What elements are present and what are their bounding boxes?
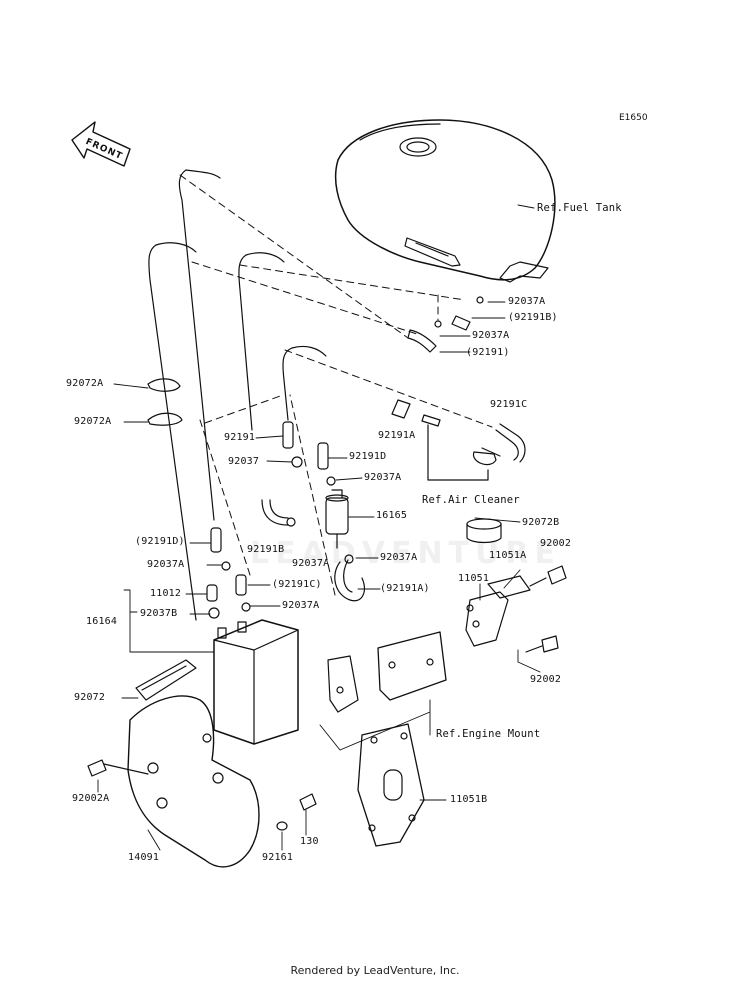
fuel-filter-drawing [325,489,349,549]
air-cleaner-fitting [421,414,501,481]
leader-lines-solid [97,204,541,851]
fasteners [87,565,567,831]
engine-mount-drawing [327,631,447,847]
part-label: 92002 [530,674,562,685]
part-label: 92037A [380,552,418,563]
ref-air-cleaner: Ref.Air Cleaner [422,494,520,506]
part-label: (92191A) [380,583,430,594]
part-label: 92037A [147,559,185,570]
leader-lines-dashed [179,174,493,596]
part-label: (92191B) [508,312,558,323]
part-label: 16164 [86,616,118,627]
part-label: 92037A [282,600,320,611]
part-label: 11051 [458,573,490,584]
part-label: 130 [300,836,319,847]
part-label: 92002A [72,793,110,804]
part-label: 92037 [228,456,260,467]
part-label: 92072A [74,416,112,427]
part-label: (92191) [466,347,510,358]
part-label: 92072B [522,517,560,528]
watermark: LEADVENTURE [250,536,561,571]
ref-fuel-tank: Ref.Fuel Tank [537,202,622,214]
canister-drawing [213,619,299,745]
part-label: 11012 [150,588,182,599]
part-label: (92191D) [135,536,185,547]
ref-engine-mount: Ref.Engine Mount [436,728,541,740]
part-label: 16165 [376,510,408,521]
part-label: 11051A [489,550,527,561]
part-label: 92037A [472,330,510,341]
part-label: 92191A [378,430,416,441]
bracket-92072 [135,659,197,701]
part-label: 92037A [292,558,330,569]
footer-credit: Rendered by LeadVenture, Inc. [290,964,460,977]
part-label: 92191 [224,432,256,443]
short-hoses [206,315,471,602]
part-label: 92037A [508,296,546,307]
diagram-code: E1650 [619,113,648,123]
part-label: 92191B [247,544,285,555]
part-label: 92072A [66,378,104,389]
part-label: 92161 [262,852,294,863]
part-label: 92037A [364,472,402,483]
front-arrow-icon [71,121,131,167]
part-label: 14091 [128,852,160,863]
part-label: 92191D [349,451,387,462]
part-label: 11051B [450,794,488,805]
part-label: (92191C) [272,579,322,590]
part-label: 92072 [74,692,106,703]
clamps [147,296,484,619]
part-label: 92002 [540,538,572,549]
fuel-tank-drawing [334,119,556,283]
bracket-11051 [465,575,531,647]
part-label: 92191C [490,399,528,410]
part-label: 92037B [140,608,178,619]
heat-shield-drawing [127,695,260,868]
